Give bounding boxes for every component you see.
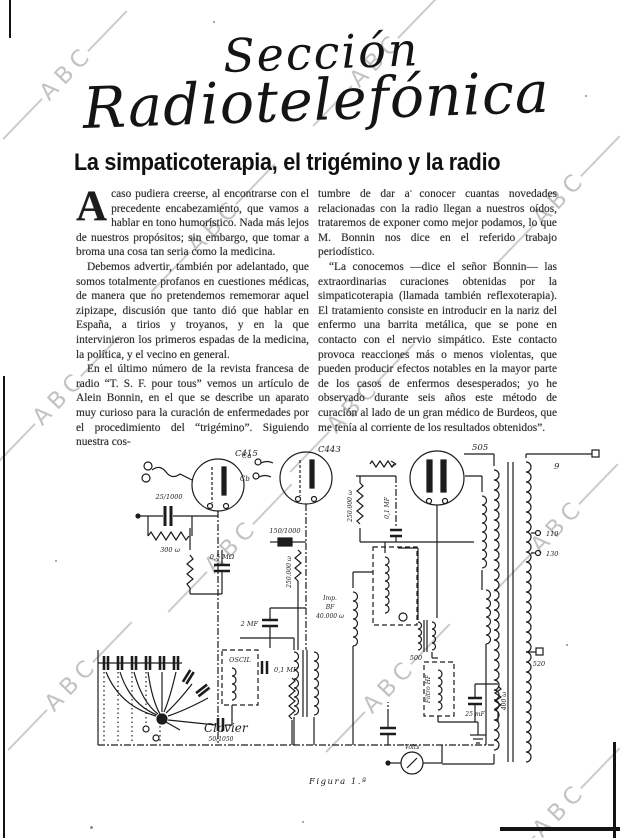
figure-caption: Figura 1.ª: [308, 777, 368, 787]
scan-edge-top-left: [9, 0, 11, 38]
scan-speck: [90, 826, 93, 829]
paragraph: Debemos advertir, también por adelantado…: [76, 260, 309, 361]
label-clavier: Clavier: [204, 721, 249, 735]
scan-edge-bottom: [500, 827, 620, 831]
scan-speck: [410, 190, 412, 192]
bus-wires: [98, 504, 494, 764]
paragraph: En el último número de la revista france…: [76, 363, 309, 449]
label-res-250k-b: 250.000 ω: [347, 490, 354, 523]
label-tube2: C443: [318, 445, 341, 455]
schematic-labels: C415 C443 505 9 Ca Cb 25/1000 300 ω 0,5 …: [154, 443, 560, 787]
label-imp-2: BF: [325, 604, 335, 611]
label-tube3: 505: [472, 443, 488, 453]
scan-speck: [585, 95, 587, 97]
input-terminals: [141, 458, 274, 483]
article-column-right: tumbre de dar a conocer cuantas novedade…: [318, 187, 557, 435]
label-cap-01mf-b: 0,1 MF: [274, 666, 298, 674]
scan-edge-right: [613, 742, 616, 838]
radio-circuit-schematic: C415 C443 505 9 Ca Cb 25/1000 300 ω 0,5 …: [97, 443, 600, 787]
label-tap130: 130: [546, 550, 558, 558]
label-ca: Ca: [242, 452, 252, 460]
label-tap9: 9: [554, 462, 560, 472]
article-headline: La simpaticoterapia, el trigémino y la r…: [74, 149, 501, 176]
oscil-box: [221, 649, 296, 745]
label-tap520: 520: [533, 660, 545, 668]
label-volts: Volts: [405, 744, 420, 751]
oscillator-box: [372, 542, 418, 626]
paragraph: “La conocemos —dice el señor Bonnin— las…: [318, 260, 557, 434]
grid-capacitor-network: [135, 506, 218, 542]
masthead-line2: Radiotelefónica: [81, 59, 551, 142]
coupling-capacitor: [270, 537, 306, 650]
paragraph: tumbre de dar a conocer cuantas novedade…: [318, 188, 557, 259]
label-cap-150-1000: 150/1000: [269, 527, 300, 535]
scan-speck: [240, 430, 242, 432]
voltmeter: [385, 751, 434, 775]
clavier-selector: [97, 650, 211, 745]
output-transformer: [417, 548, 438, 659]
bf-impedance-coil: [352, 571, 373, 745]
label-cb: Cb: [240, 475, 250, 483]
hf-filter-box: [423, 661, 478, 723]
power-transformer: [442, 449, 600, 765]
label-tap110: 110: [546, 530, 558, 538]
bypass-capacitor-2mf: [262, 607, 306, 648]
label-tube1: C415: [235, 449, 258, 459]
label-trans-500: 500: [410, 654, 422, 662]
plate-resistor-network: [356, 459, 474, 543]
label-oscil: OSCIL: [229, 656, 251, 664]
label-res-400: 400 ω: [501, 692, 508, 711]
label-cap-01mf-a: 0,1 MF: [384, 496, 391, 519]
vacuum-tube-3: [409, 450, 465, 506]
drop-cap: A: [76, 183, 108, 230]
vacuum-tube-2: [279, 451, 333, 505]
label-cap-50-1050: 50/1050: [209, 736, 234, 743]
hf-choke-coils: [465, 475, 492, 745]
scan-edge-left: [3, 376, 5, 838]
bias-network: [186, 528, 230, 595]
filter-capacitor-2mf: [380, 716, 396, 745]
label-res-300: 300 ω: [160, 546, 180, 554]
paragraph-text: caso pudiera creerse, al encontrarse con…: [76, 188, 309, 259]
vacuum-tube-1: [191, 458, 245, 512]
label-filtro: Filtro HF: [425, 674, 432, 704]
scan-speck: [460, 352, 462, 354]
scan-speck: [302, 821, 304, 823]
label-imp-3: 40.000 ω: [315, 613, 344, 620]
scan-speck: [55, 560, 57, 562]
label-cap-25-1000: 25/1000: [154, 493, 182, 501]
interstage-transformer: [240, 637, 320, 745]
label-cap-2mf-a: 2 MF: [240, 620, 259, 628]
label-cap-25mf: 25 mF: [464, 711, 485, 718]
scan-speck: [213, 21, 215, 23]
section-masthead: Sección Radiotelefónica: [0, 11, 620, 142]
scan-speck: [118, 355, 120, 357]
label-res-250k-a: 250.000 ω: [286, 556, 293, 589]
label-res-05m: 0,5 MΩ: [210, 553, 235, 561]
label-imp-1: Imp.: [322, 595, 337, 602]
cathode-network: [468, 683, 503, 744]
scan-speck: [566, 644, 568, 646]
